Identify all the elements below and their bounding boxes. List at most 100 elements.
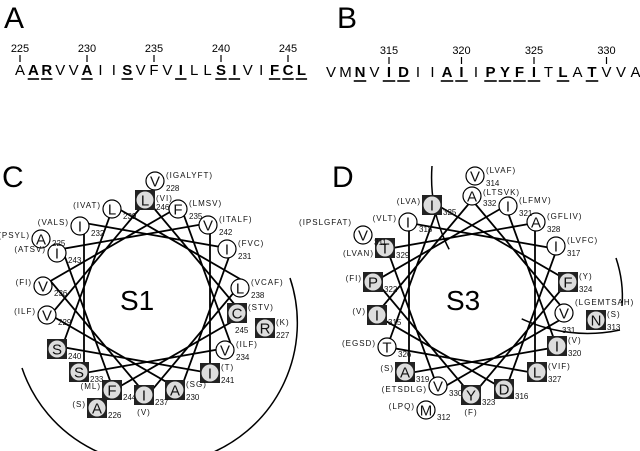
sequence-residue: I [232,62,236,79]
sequence-residue: I [179,62,183,79]
residue-circle [230,278,250,298]
substitution-label: (ML) [81,382,101,391]
substitution-label: (FVC) [238,239,264,248]
residue-letter: M [420,403,433,420]
residue-circle [201,364,219,382]
residue-D316: D [494,379,514,399]
position-tick-label: 325 [525,45,543,57]
membrane-arc-small [615,257,624,307]
residue-L238: L [230,278,250,298]
residue-I231: I [217,239,237,259]
residue-circle [526,212,546,232]
residue-circle [376,239,394,257]
residue-I325: I [422,195,442,215]
residue-L246: L [135,190,155,210]
position-tick-label: 315 [380,45,398,57]
residue-circle [465,166,485,186]
residue-R227: R [255,318,275,338]
substitution-label: (FI) [346,274,362,283]
residue-T329: T [375,238,395,258]
residue-letter: V [470,169,480,186]
residue-V311: V [353,225,373,245]
sequence-residue: V [369,64,379,81]
residue-letter: N [591,313,602,330]
residue-circle [353,225,373,245]
substitution-label: (S) [72,400,86,409]
residue-letter: I [430,198,434,215]
residue-circle [88,399,106,417]
residue-circle [166,381,184,399]
residue-letter: R [260,321,271,338]
residue-number: 231 [238,252,252,261]
residue-letter: A [400,365,410,382]
residue-T326: T [377,337,397,357]
residue-letter: A [92,401,102,418]
sequence-residue: T [587,64,596,81]
substitution-label: (VLT) [373,214,397,223]
sequence-residue: V [601,64,611,81]
residue-letter: I [554,239,558,256]
sequence-residue: T [544,64,553,81]
residue-number: 328 [547,225,561,234]
residue-circle [217,239,237,259]
substitution-label: (IGALYFT) [166,171,213,180]
residue-F324: F [558,272,578,292]
panel-label-b: B [337,2,357,35]
substitution-label: (IPSLGFAT) [299,218,352,227]
residue-circle [528,363,546,381]
residue-circle [423,196,441,214]
residue-letter: T [380,241,389,258]
substitution-label: (VCAF) [251,278,284,287]
residue-labels: 314(LVAF)332(LTSVK)325(LVA)321(LFMV)318(… [299,166,633,422]
residue-circle [548,337,566,355]
sequence-residue: A [630,64,640,81]
residue-number: 233 [90,375,104,384]
residue-letter: I [55,246,59,263]
sequence-residue: V [616,64,626,81]
residue-V228: V [145,171,165,191]
residue-circle [368,306,386,324]
substitution-label: (ILF) [236,340,258,349]
sequence-residue: F [515,64,524,81]
substitution-label: (IVAT) [73,201,101,210]
residue-I321: I [498,196,518,216]
substitution-label: (F) [464,408,477,417]
residue-number: 325 [443,208,457,217]
residue-number: 245 [235,326,249,335]
substitution-label: (Y) [579,272,593,281]
sequence-residue: N [355,64,366,81]
sequence-residue: L [203,62,211,79]
residue-number: 314 [486,179,500,188]
residue-letter: S [74,365,84,382]
residue-number: 235 [189,212,203,221]
wheel-core [93,244,201,352]
sequence-residue: P [485,64,495,81]
residue-letter: D [499,382,510,399]
panel-label-d: D [332,161,354,194]
residue-circle [47,243,67,263]
sequence-residue: S [122,62,132,79]
wheel-center-label: S1 [120,285,154,316]
residue-circle [462,186,482,206]
substitution-label: (PSYL) [0,231,30,240]
substitution-label: (S) [380,364,394,373]
residue-V236: V [33,276,53,296]
sequence-residue: A [15,62,25,79]
residue-Y323: Y [461,385,481,405]
substitution-label: (V) [568,336,582,345]
sequence-residue: Y [500,64,510,81]
residue-labels: 228(IGALYFT)246(VI)239(IVAT)235(LMSV)232… [0,171,290,420]
sequence-residue: I [532,64,536,81]
residue-letter: V [203,218,213,235]
residue-letter: A [467,189,477,206]
residue-number: 239 [123,212,137,221]
membrane-arc [21,277,299,451]
sequence-residue: I [459,64,463,81]
substitution-label: (V) [352,307,366,316]
residue-number: 316 [515,392,529,401]
residue-A328: A [526,212,546,232]
sequence-residue: I [98,62,102,79]
residue-number: 242 [219,228,233,237]
residue-number: 319 [416,375,430,384]
residue-circle [215,340,235,360]
